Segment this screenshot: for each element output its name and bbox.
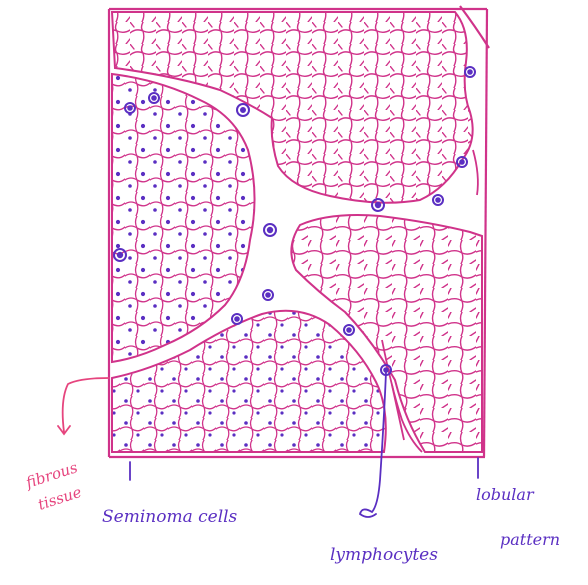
lymphocyte [465,67,475,77]
label-fibrous-tissue: fibrous tissue [23,458,84,514]
seminoma-cells-label: Seminoma cells [102,507,238,527]
lymphocyte [232,314,242,324]
lobular-pattern-label-line-2: pattern [500,530,560,549]
fibrous-tissue-label-line-2: tissue [36,483,84,514]
lymphocyte [433,195,443,205]
label-lobular-pattern: lobular pattern [476,485,560,549]
lobule-left [112,74,255,362]
lymphocyte [237,104,249,116]
fibrous-tissue-arrow [58,378,109,434]
lobular-pattern-label-line-1: lobular [476,485,535,504]
lymphocyte [263,290,273,300]
lymphocytes-label: lymphocytes [330,545,438,565]
lymphocyte [344,325,354,335]
lymphocyte [264,224,276,236]
